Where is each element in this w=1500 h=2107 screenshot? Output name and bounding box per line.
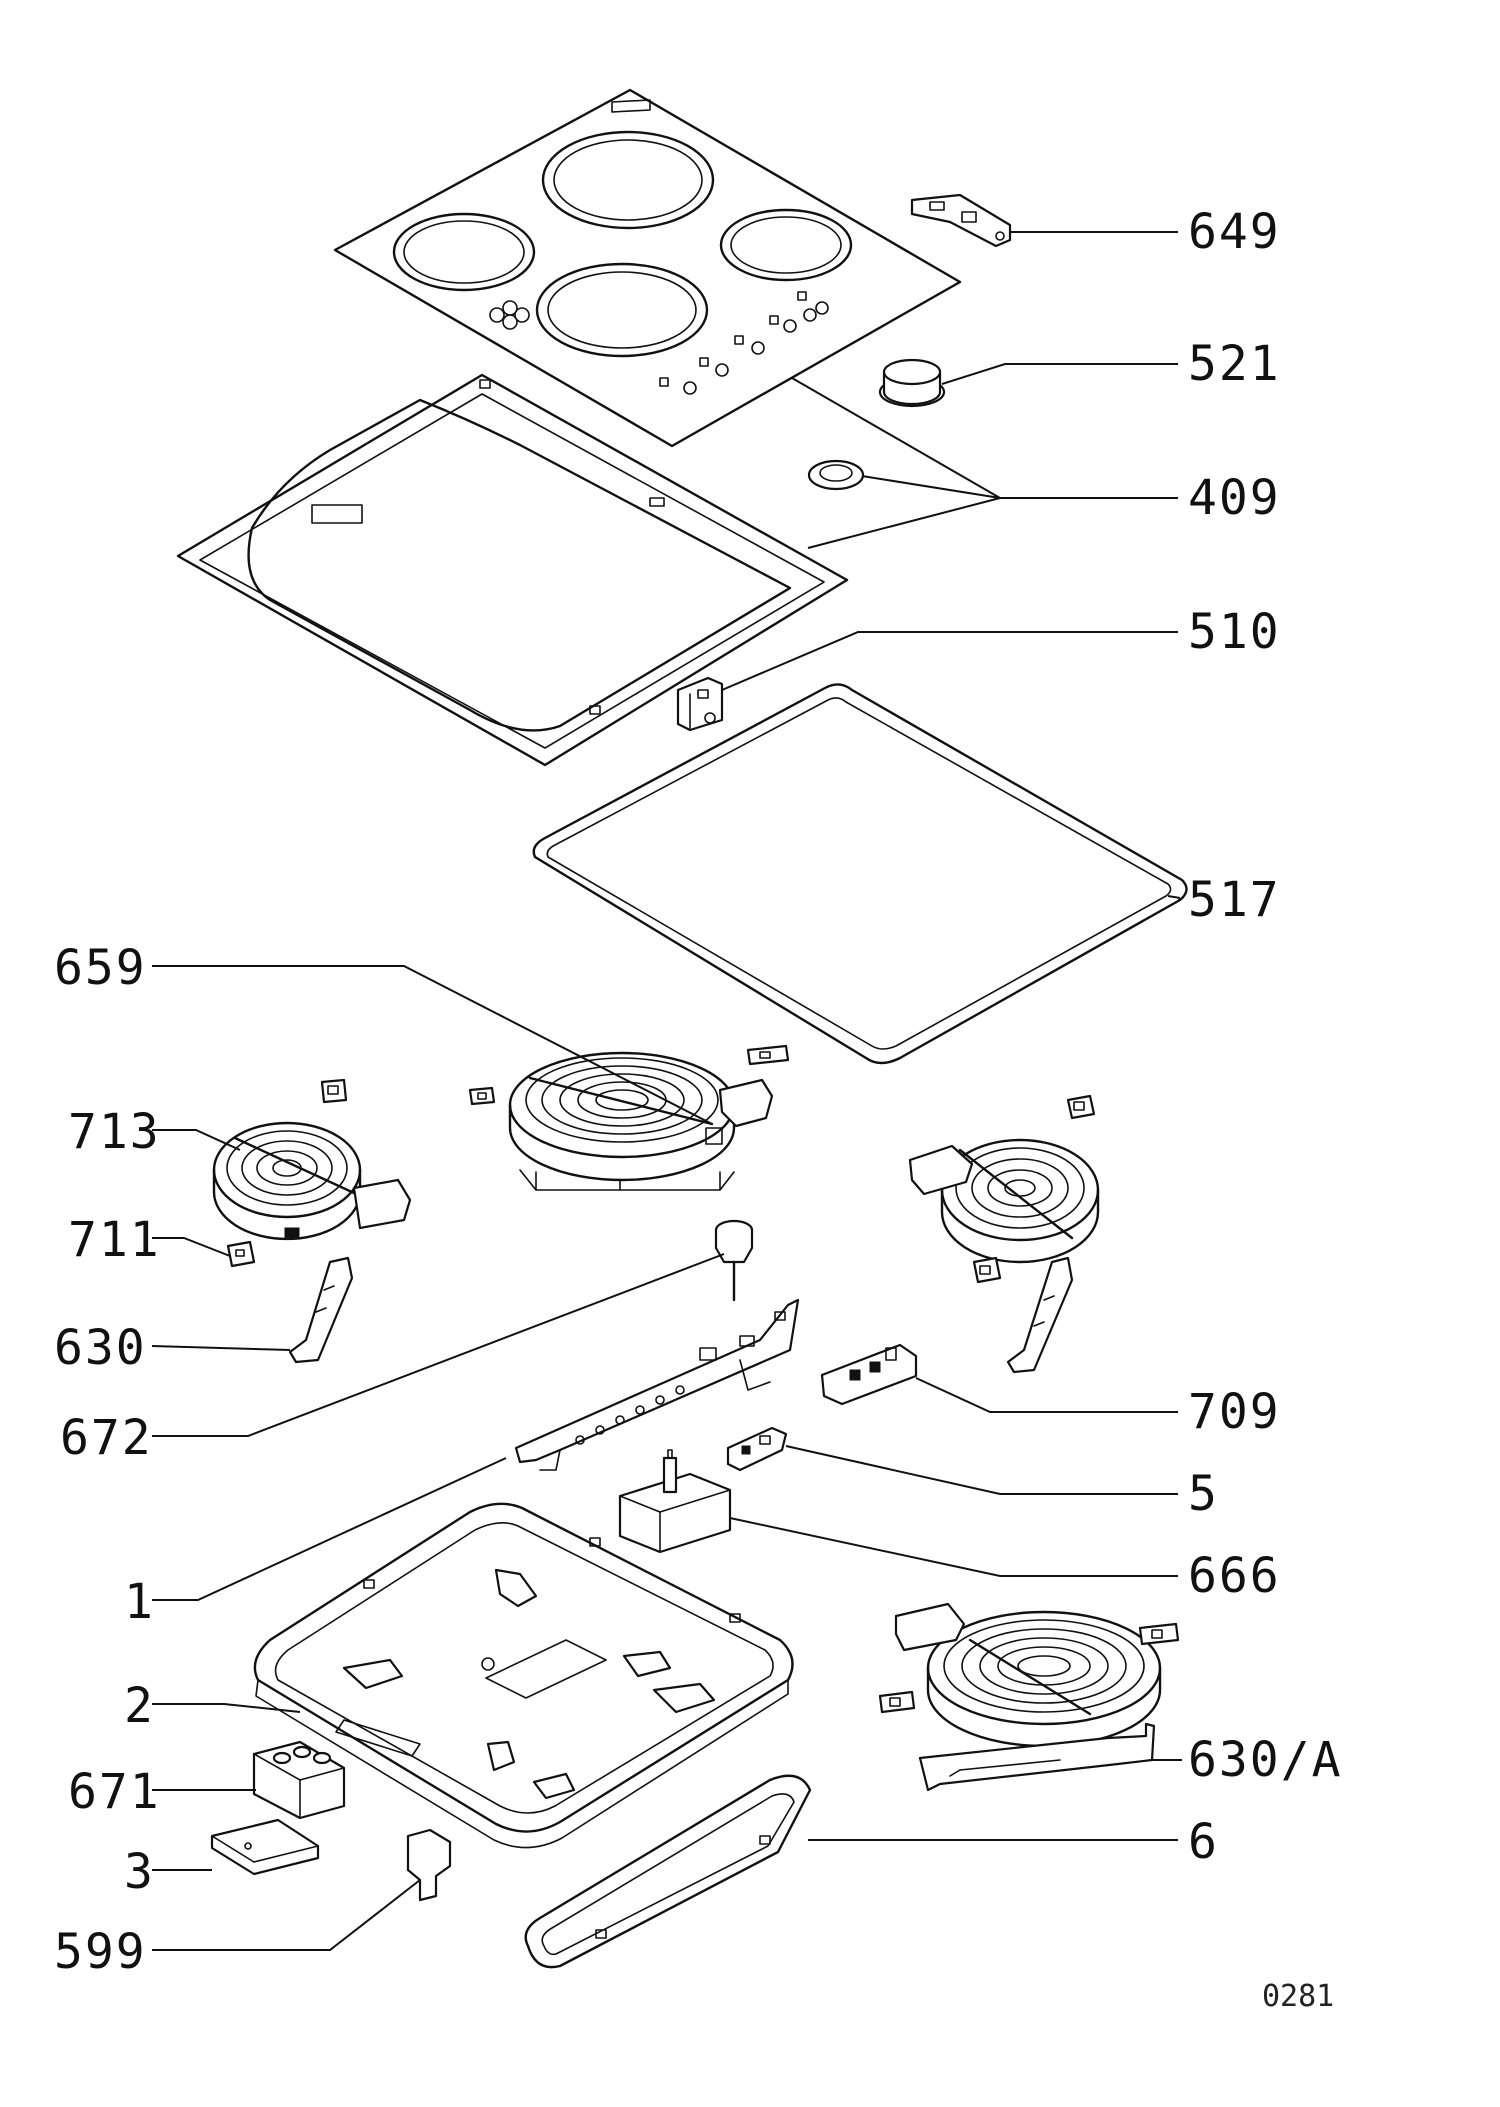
callout-713: 713 xyxy=(68,1104,161,1160)
hob-frame xyxy=(176,373,849,767)
callout-672: 672 xyxy=(60,1410,153,1466)
part-3-plate xyxy=(210,1818,320,1876)
part-630-bracket-left xyxy=(288,1256,354,1364)
callout-510: 510 xyxy=(1188,604,1281,660)
part-409-grommet xyxy=(807,459,865,491)
heater-bottom-right xyxy=(878,1602,1180,1748)
callout-666: 666 xyxy=(1188,1548,1281,1604)
part-671-connector-block xyxy=(252,1740,346,1820)
callout-671: 671 xyxy=(68,1764,161,1820)
part-659-heater xyxy=(468,1044,790,1191)
part-630a-bracket xyxy=(918,1722,1156,1792)
heater-right-middle xyxy=(908,1094,1100,1374)
part-2-base-tray xyxy=(253,1502,794,1849)
part-599-clamp xyxy=(406,1828,452,1902)
callout-599: 599 xyxy=(54,1924,147,1980)
callout-1: 1 xyxy=(124,1574,155,1630)
part-649-clip xyxy=(910,193,1012,248)
part-713-heater xyxy=(212,1078,412,1241)
callout-709: 709 xyxy=(1188,1384,1281,1440)
callout-517: 517 xyxy=(1188,872,1281,928)
callout-630a: 630/A xyxy=(1188,1732,1343,1788)
callout-labels: 649 521 409 510 517 659 713 711 630 672 … xyxy=(54,204,1343,2014)
drawing-code: 0281 xyxy=(1262,1979,1334,2014)
callout-659: 659 xyxy=(54,940,147,996)
part-672-pin xyxy=(714,1219,754,1302)
part-5-switch xyxy=(726,1426,788,1472)
callout-6: 6 xyxy=(1188,1814,1219,1870)
part-517-seal xyxy=(532,683,1188,1065)
callout-409: 409 xyxy=(1188,470,1281,526)
callout-5: 5 xyxy=(1188,1466,1219,1522)
part-711-clip xyxy=(226,1240,256,1268)
part-666-regulator xyxy=(618,1449,732,1554)
part-6-seal xyxy=(524,1774,812,1969)
ceramic-hob-top xyxy=(333,88,962,448)
leader-lines xyxy=(151,231,1182,1951)
part-709-terminal-block xyxy=(820,1343,918,1406)
part-521-knob xyxy=(878,358,946,408)
callout-711: 711 xyxy=(68,1212,161,1268)
callout-2: 2 xyxy=(124,1678,155,1734)
callout-521: 521 xyxy=(1188,336,1281,392)
callout-630: 630 xyxy=(54,1320,147,1376)
part-510-bracket xyxy=(676,676,724,732)
callout-3: 3 xyxy=(124,1844,155,1900)
callout-649: 649 xyxy=(1188,204,1281,260)
part-1-rail xyxy=(514,1298,800,1471)
